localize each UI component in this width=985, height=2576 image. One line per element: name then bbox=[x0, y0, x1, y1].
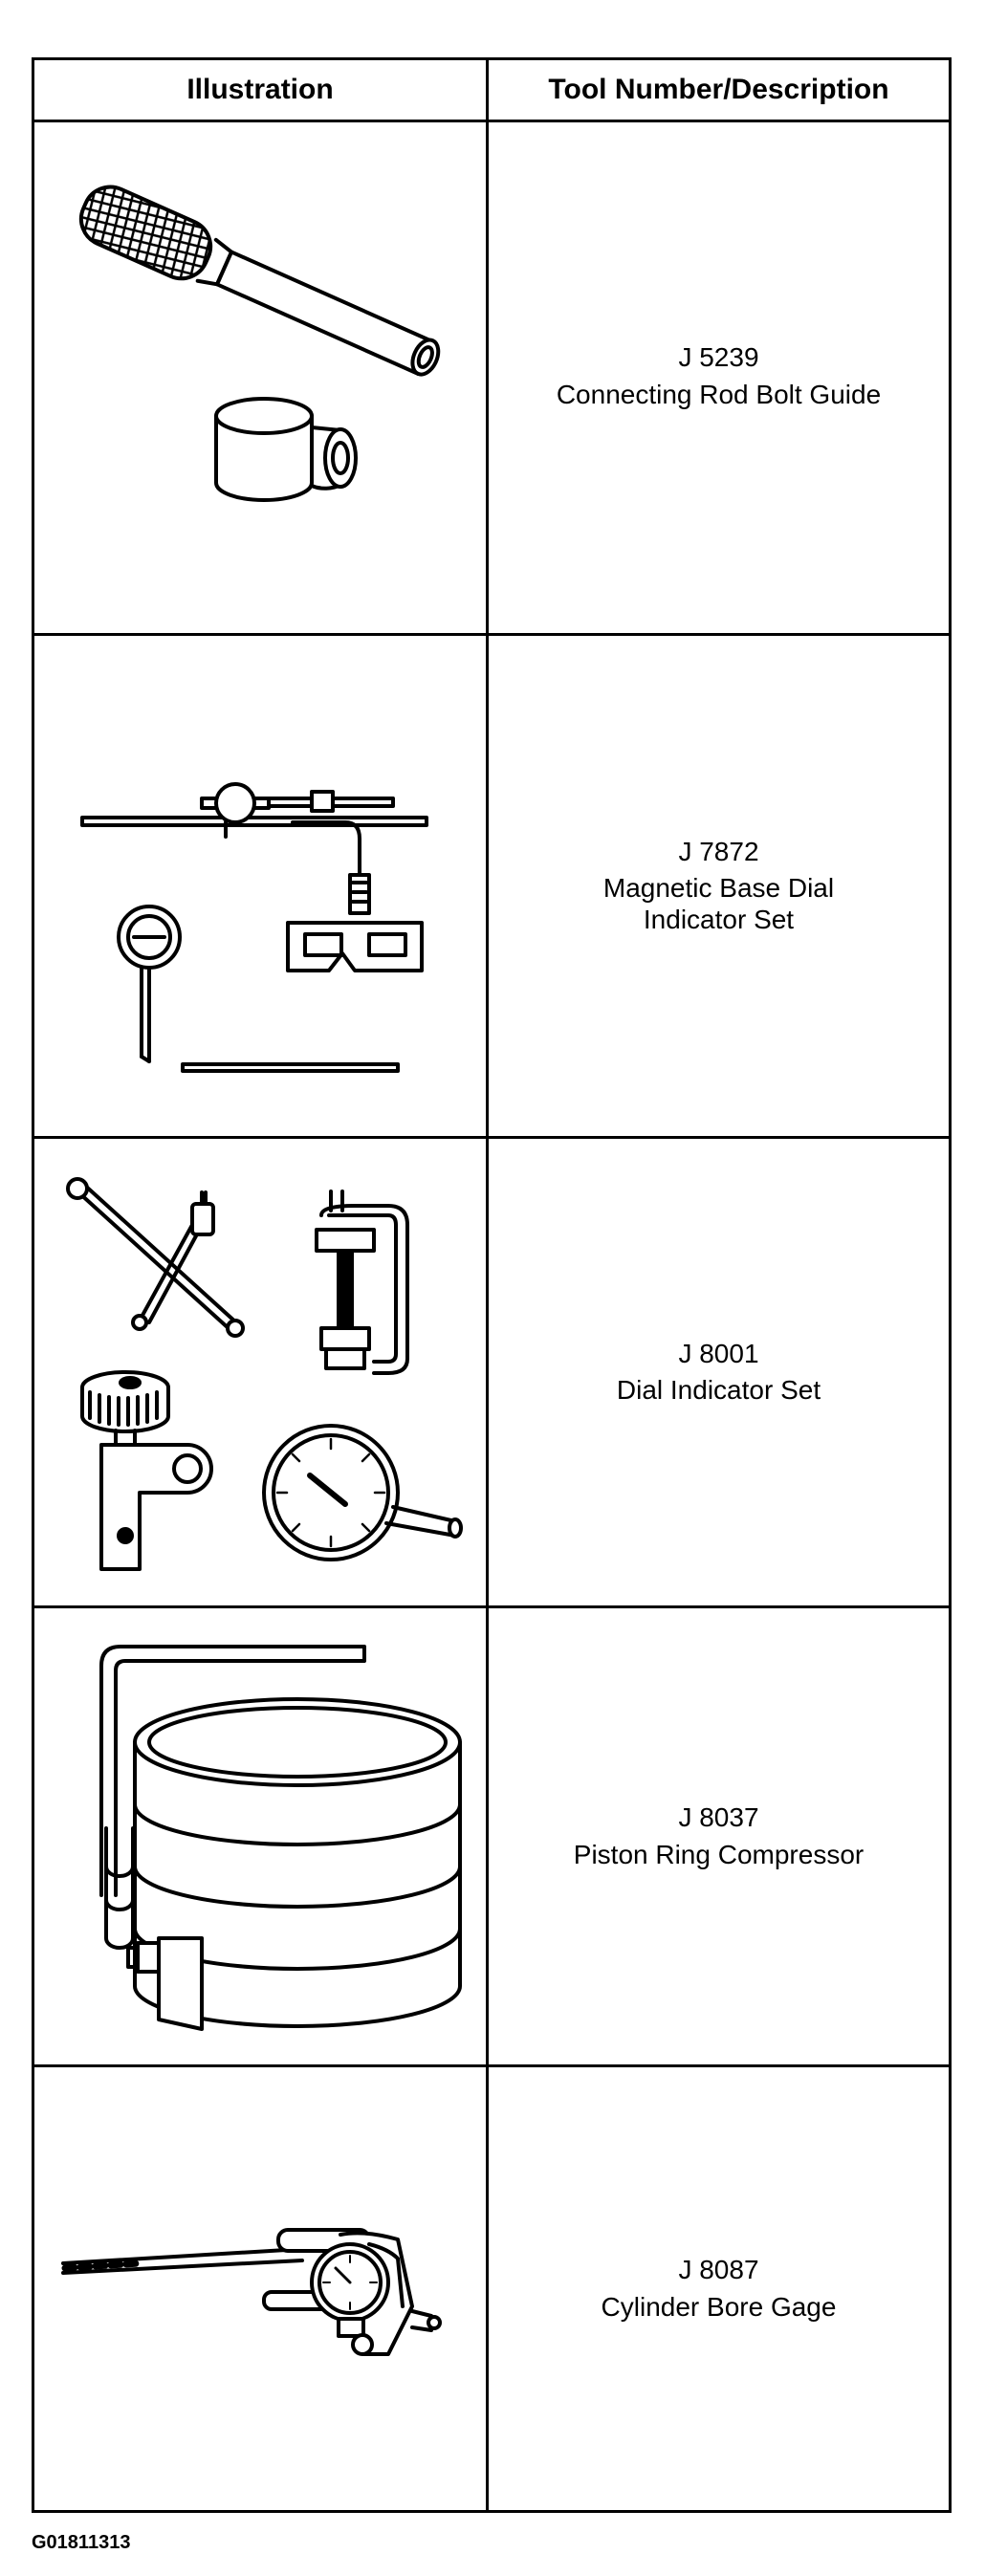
tool-description-cell: J 5239 Connecting Rod Bolt Guide bbox=[489, 120, 949, 633]
table-header: Illustration Tool Number/Description bbox=[34, 60, 949, 122]
header-illustration: Illustration bbox=[186, 74, 334, 105]
table-row: J 5239 Connecting Rod Bolt Guide bbox=[34, 120, 949, 636]
tool-description: Magnetic Base Dial bbox=[602, 873, 835, 904]
table-row: J 8037 Piston Ring Compressor bbox=[34, 1608, 949, 2067]
header-tool-description: Tool Number/Description bbox=[548, 74, 889, 105]
connecting-rod-bolt-guide-icon bbox=[34, 120, 486, 633]
tool-description: Connecting Rod Bolt Guide bbox=[556, 379, 882, 409]
piston-ring-compressor-icon bbox=[34, 1608, 486, 2064]
tool-number: J 7872 bbox=[678, 837, 759, 867]
table-row: J 7872 Magnetic Base Dial Indicator Set bbox=[34, 636, 949, 1139]
column-divider bbox=[486, 60, 489, 2510]
magnetic-base-dial-indicator-icon bbox=[34, 636, 486, 1136]
cylinder-bore-gage-icon bbox=[34, 2067, 486, 2510]
tool-description-cell: J 8087 Cylinder Bore Gage bbox=[489, 2067, 949, 2510]
tool-description-cell: J 7872 Magnetic Base Dial Indicator Set bbox=[489, 636, 949, 1136]
dial-indicator-set-icon bbox=[34, 1139, 486, 1605]
tool-number: J 8001 bbox=[678, 1338, 759, 1368]
tool-description: Dial Indicator Set bbox=[616, 1375, 821, 1405]
tool-description-cell: J 8037 Piston Ring Compressor bbox=[489, 1608, 949, 2064]
tool-number: J 8087 bbox=[678, 2255, 759, 2285]
tool-number: J 5239 bbox=[678, 342, 759, 373]
tool-description: Cylinder Bore Gage bbox=[601, 2291, 837, 2322]
tool-number: J 8037 bbox=[678, 1802, 759, 1833]
tool-table: Illustration Tool Number/Description bbox=[32, 57, 952, 2513]
figure-id: G01811313 bbox=[32, 2532, 131, 2553]
table-row: J 8001 Dial Indicator Set bbox=[34, 1139, 949, 1608]
tool-description-line-2: Indicator Set bbox=[643, 904, 795, 934]
tool-description-cell: J 8001 Dial Indicator Set bbox=[489, 1139, 949, 1605]
table-row: J 8087 Cylinder Bore Gage bbox=[34, 2067, 949, 2510]
tool-description: Piston Ring Compressor bbox=[573, 1839, 865, 1869]
